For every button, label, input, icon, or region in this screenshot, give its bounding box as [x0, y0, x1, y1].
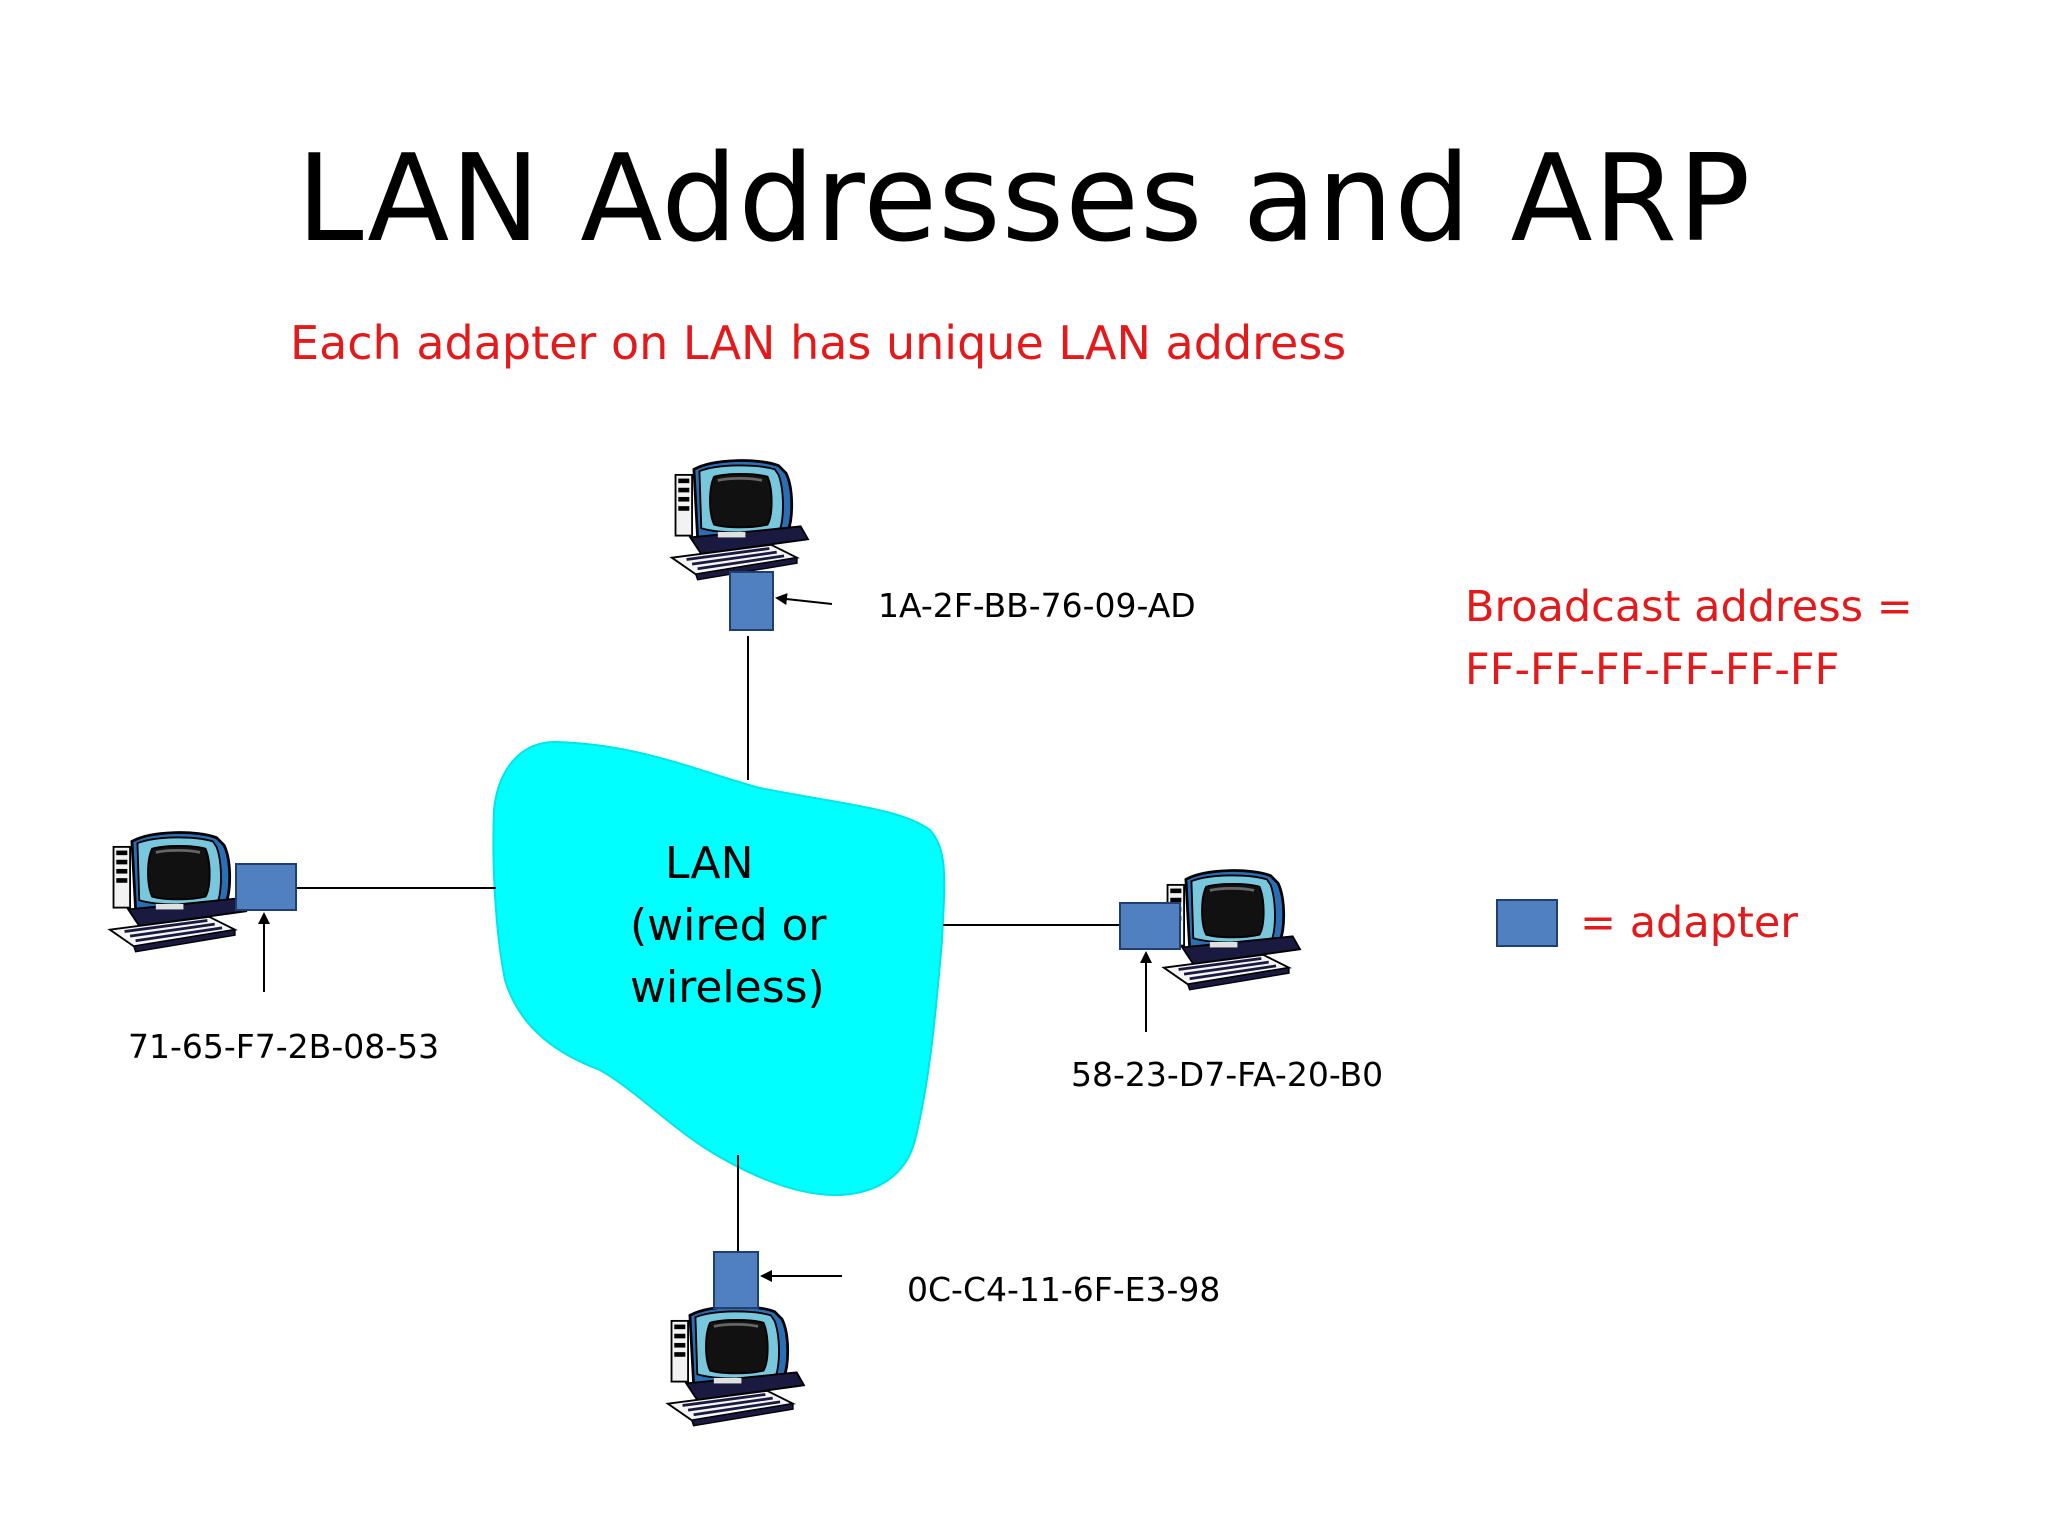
adapter-top: [729, 571, 774, 631]
lan-label-line1: LAN: [665, 838, 754, 889]
lan-cloud: [492, 740, 946, 1197]
adapter-right: [1119, 902, 1181, 950]
lan-label-line3: wireless): [630, 962, 825, 1013]
arrow-top: [775, 593, 833, 606]
adapter-bottom: [713, 1251, 759, 1309]
address-right: 58-23-D7-FA-20-B0: [1071, 1055, 1384, 1094]
host-right-icon: [1162, 869, 1302, 992]
lan-label-line2: (wired or: [630, 900, 827, 951]
slide-subtitle: Each adapter on LAN has unique LAN addre…: [290, 316, 1347, 370]
address-left: 71-65-F7-2B-08-53: [128, 1027, 440, 1066]
address-top: 1A-2F-BB-76-09-AD: [878, 586, 1196, 625]
adapter-left: [235, 863, 297, 911]
slide-title: LAN Addresses and ARP: [296, 130, 1752, 269]
host-bottom-icon: [666, 1305, 806, 1428]
legend-adapter-swatch: [1496, 899, 1558, 947]
broadcast-line2: FF-FF-FF-FF-FF-FF: [1465, 645, 1840, 695]
broadcast-line1: Broadcast address =: [1465, 582, 1913, 632]
host-top-icon: [670, 459, 810, 582]
legend-label: = adapter: [1580, 898, 1798, 948]
address-bottom: 0C-C4-11-6F-E3-98: [907, 1270, 1221, 1309]
host-left-icon: [108, 831, 248, 954]
